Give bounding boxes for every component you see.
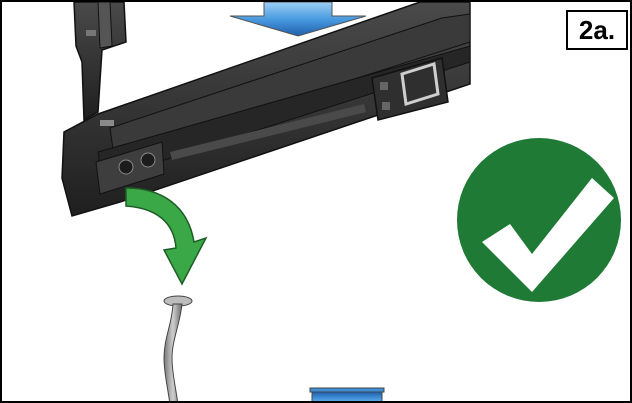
insert-pin-arrow (126, 188, 206, 284)
frame-post (74, 2, 126, 120)
step-label: 2a. (566, 10, 628, 50)
check-circle-icon (457, 138, 621, 302)
press-up-arrow (310, 388, 384, 403)
hinge-pin (164, 296, 192, 403)
